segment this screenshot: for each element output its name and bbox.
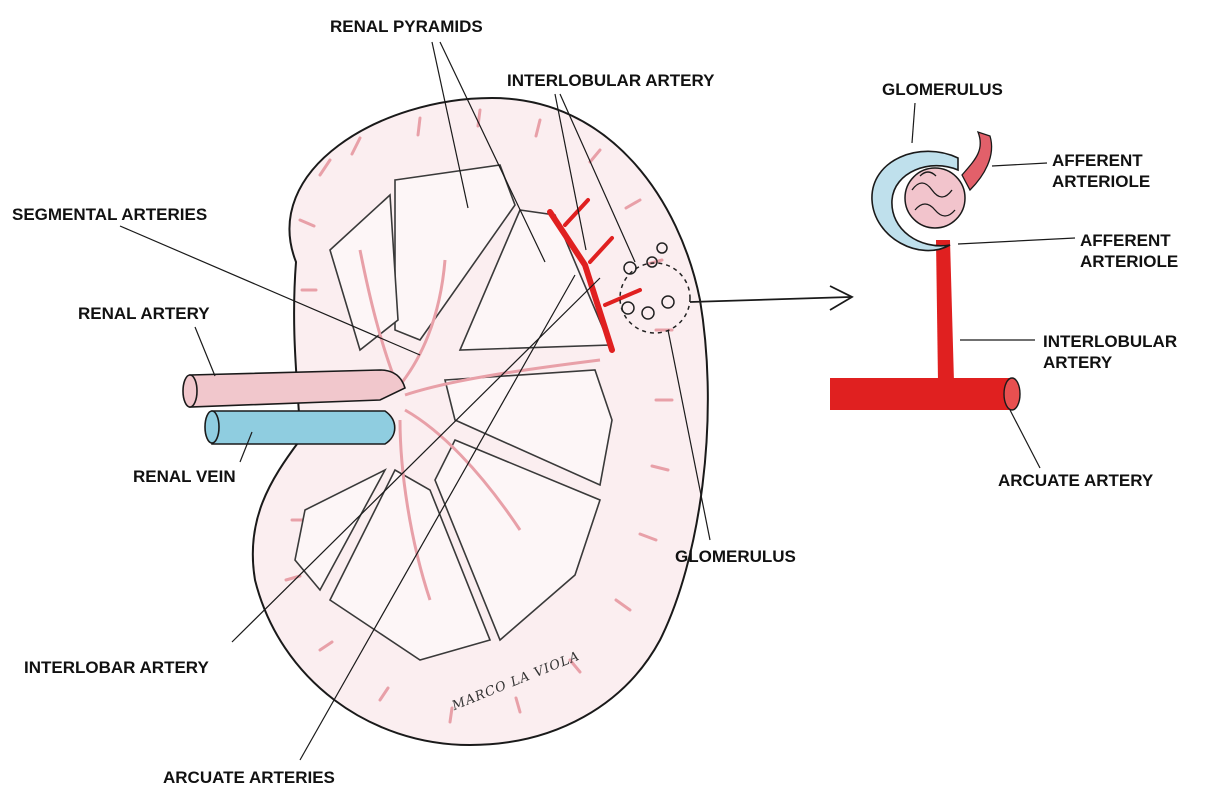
magnify-arrow [690,286,852,310]
label-interlobar-artery: INTERLOBAR ARTERY [24,657,209,678]
detail-label-line: ARTERIOLE [1080,251,1178,272]
renal-vein-vessel [205,411,395,444]
detail-arcuate-artery [830,378,1020,410]
label-arcuate-arteries: ARCUATE ARTERIES [163,767,335,786]
label-interlobular-artery: INTERLOBULAR ARTERY [507,70,714,91]
detail-label-interlobular-artery: INTERLOBULAR ARTERY [1043,331,1177,373]
detail-label-line: ARTERIOLE [1052,171,1150,192]
label-renal-vein: RENAL VEIN [133,466,236,487]
detail-interlobular-artery [936,240,954,382]
label-segmental-arteries: SEGMENTAL ARTERIES [12,204,207,225]
detail-label-line: AFFERENT [1080,230,1178,251]
label-renal-artery: RENAL ARTERY [78,303,210,324]
detail-label-afferent-arteriole-2: AFFERENT ARTERIOLE [1080,230,1178,272]
detail-label-line: INTERLOBULAR [1043,331,1177,352]
detail-label-glomerulus: GLOMERULUS [882,79,1003,100]
label-renal-pyramids: RENAL PYRAMIDS [330,16,483,37]
detail-label-line: ARTERY [1043,352,1177,373]
detail-glomerulus [872,132,992,251]
detail-label-line: AFFERENT [1052,150,1150,171]
label-glomerulus: GLOMERULUS [675,546,796,567]
detail-label-afferent-arteriole-1: AFFERENT ARTERIOLE [1052,150,1150,192]
detail-label-arcuate-artery: ARCUATE ARTERY [998,470,1153,491]
